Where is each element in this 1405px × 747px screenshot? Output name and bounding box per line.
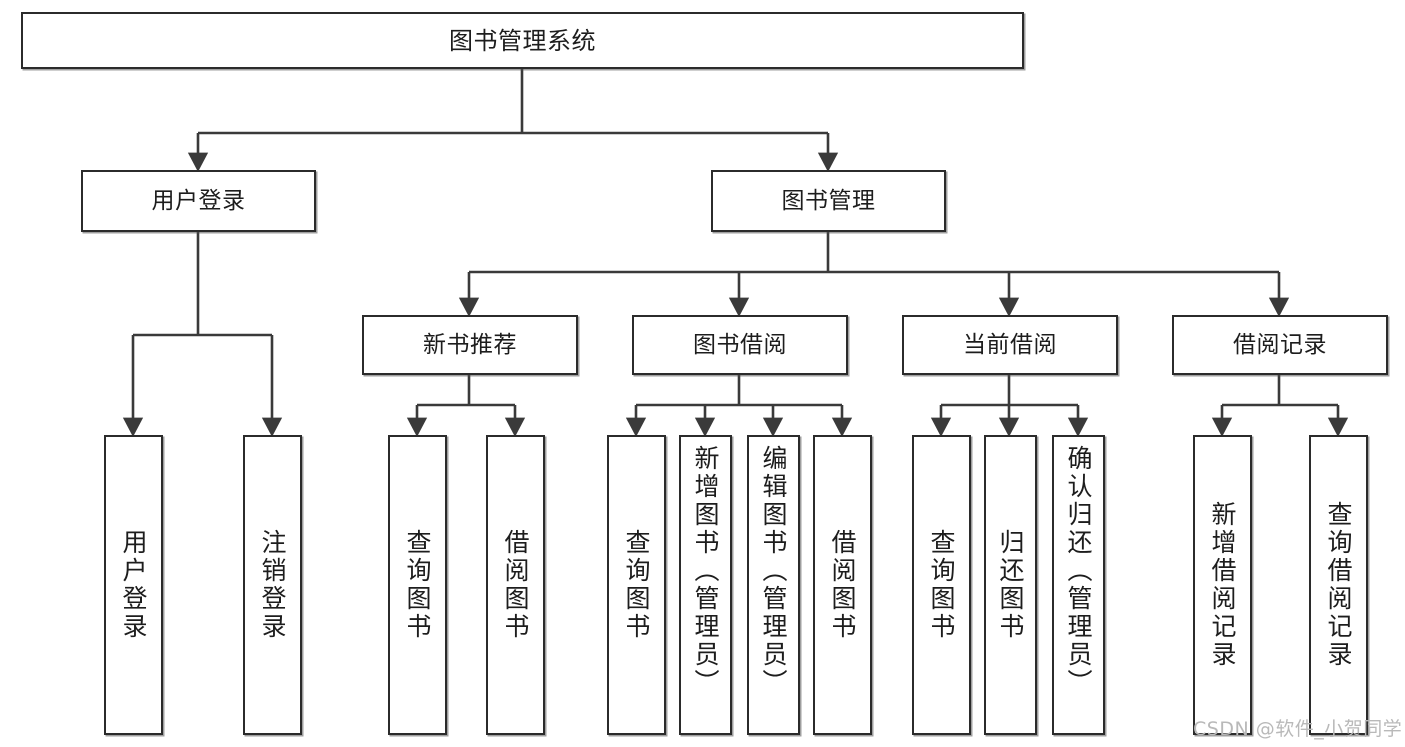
node-label: 新增借阅记录 [1208, 501, 1237, 669]
node-label: 查询图书 [403, 529, 432, 641]
node-label: 注销登录 [258, 529, 287, 641]
node-label: 新书推荐 [423, 331, 517, 358]
node-label: 借阅图书 [501, 529, 530, 641]
node-label: 查询借阅记录 [1324, 501, 1353, 669]
node-new-book-recommend[interactable]: 新书推荐 [362, 315, 578, 375]
node-label: 新增图书（管理员） [691, 445, 720, 697]
leaf-return-book[interactable]: 归还图书 [984, 435, 1037, 735]
node-label: 归还图书 [996, 529, 1025, 641]
node-book-management[interactable]: 图书管理 [711, 170, 946, 232]
node-book-borrow[interactable]: 图书借阅 [632, 315, 848, 375]
leaf-add-book[interactable]: 新增图书（管理员） [679, 435, 732, 735]
node-label: 当前借阅 [963, 331, 1057, 358]
node-borrow-record[interactable]: 借阅记录 [1172, 315, 1388, 375]
node-label: 图书借阅 [693, 331, 787, 358]
node-label: 用户登录 [119, 529, 148, 641]
node-label: 图书管理系统 [449, 26, 596, 55]
leaf-confirm-return[interactable]: 确认归还（管理员） [1052, 435, 1105, 735]
node-label: 查询图书 [927, 529, 956, 641]
leaf-borrow-book-recommend[interactable]: 借阅图书 [486, 435, 545, 735]
leaf-add-borrow-record[interactable]: 新增借阅记录 [1193, 435, 1252, 735]
node-user-login[interactable]: 用户登录 [81, 170, 316, 232]
node-label: 查询图书 [622, 529, 651, 641]
node-label: 确认归还（管理员） [1064, 445, 1093, 697]
leaf-query-borrow-record[interactable]: 查询借阅记录 [1309, 435, 1368, 735]
leaf-borrow-book[interactable]: 借阅图书 [813, 435, 872, 735]
leaf-query-book-borrow[interactable]: 查询图书 [607, 435, 666, 735]
node-label: 借阅记录 [1233, 331, 1327, 358]
node-label: 用户登录 [151, 187, 246, 214]
leaf-user-login[interactable]: 用户登录 [104, 435, 163, 735]
watermark-text: CSDN @软件_小贺同学 [1193, 718, 1403, 740]
node-root-system[interactable]: 图书管理系统 [21, 12, 1024, 69]
node-label: 借阅图书 [828, 529, 857, 641]
node-label: 编辑图书（管理员） [759, 445, 788, 697]
leaf-logout-login[interactable]: 注销登录 [243, 435, 302, 735]
leaf-query-book-recommend[interactable]: 查询图书 [388, 435, 447, 735]
leaf-edit-book[interactable]: 编辑图书（管理员） [747, 435, 800, 735]
node-label: 图书管理 [781, 187, 876, 214]
node-current-borrow[interactable]: 当前借阅 [902, 315, 1118, 375]
leaf-query-book-current[interactable]: 查询图书 [912, 435, 971, 735]
